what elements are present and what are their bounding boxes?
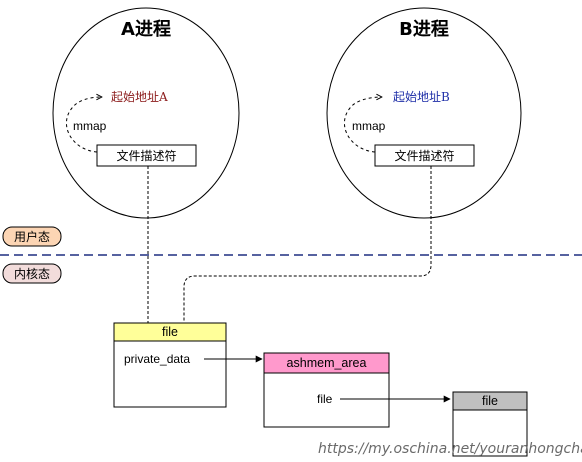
process-b-title: B进程 bbox=[399, 19, 449, 40]
kernel-file-struct: file private_data bbox=[113, 322, 227, 408]
kernel-mode-badge-bg bbox=[2, 263, 62, 284]
process-a-mmap-label: mmap bbox=[73, 119, 107, 133]
process-a-start-address: 起始地址A bbox=[111, 90, 168, 104]
user-mode-label: 用户态 bbox=[14, 229, 50, 244]
process-a-fd-label: 文件描述符 bbox=[116, 148, 176, 163]
process-b-mmap-arrow bbox=[344, 97, 382, 153]
process-a: A进程 起始地址A mmap 文件描述符 bbox=[52, 7, 240, 219]
user-mode-badge-bg bbox=[2, 226, 62, 247]
process-a-title: A进程 bbox=[121, 19, 171, 40]
ashmem-area-struct: ashmem_area file bbox=[263, 352, 390, 428]
process-b: B进程 起始地址B mmap 文件描述符 bbox=[326, 7, 522, 219]
process-a-fd-box bbox=[96, 144, 197, 167]
process-b-fd-box bbox=[374, 144, 475, 167]
user-mode-badge: 用户态 bbox=[2, 226, 62, 247]
process-a-mmap-arrow bbox=[66, 97, 102, 153]
source-watermark: https://my.oschina.net/youranhongcha bbox=[318, 441, 582, 457]
kernel-file-header bbox=[113, 322, 227, 342]
kernel-file-title: file bbox=[162, 325, 178, 339]
ashmem-area-header bbox=[263, 352, 390, 374]
process-b-fd-label: 文件描述符 bbox=[394, 148, 454, 163]
backing-file-title: file bbox=[482, 394, 498, 408]
ashmem-area-file-field: file bbox=[317, 392, 333, 406]
backing-file-header bbox=[452, 391, 528, 411]
backing-file-struct: file bbox=[452, 391, 528, 457]
kernel-mode-badge: 内核态 bbox=[2, 263, 62, 284]
kernel-file-private-data: private_data bbox=[124, 352, 190, 366]
process-b-mmap-label: mmap bbox=[352, 119, 386, 133]
process-b-fd-link bbox=[183, 166, 432, 323]
ashmem-area-title: ashmem_area bbox=[287, 356, 367, 370]
process-b-start-address: 起始地址B bbox=[393, 90, 450, 104]
kernel-mode-label: 内核态 bbox=[14, 267, 50, 281]
